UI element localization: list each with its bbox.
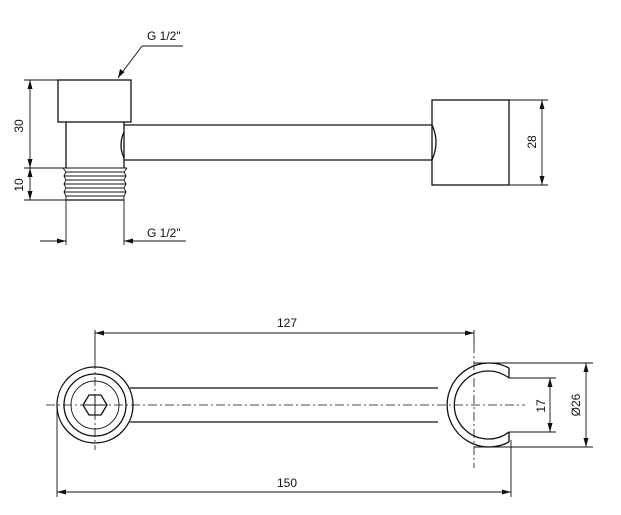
side-view: 30 10 G 1/2" G 1/2" 28: [12, 29, 548, 245]
connector-thread-circle: [70, 380, 120, 430]
top-view: 127 150 17 Ø26: [46, 316, 593, 497]
dimension-28: [509, 99, 548, 186]
dim-17-label: 17: [534, 399, 548, 413]
hex-socket-icon: [82, 394, 108, 416]
pipe-shoulder: [120, 131, 125, 159]
pipe-end-curve: [431, 124, 437, 161]
holder-ring-inner: [453, 370, 510, 440]
dim-28-label: 28: [525, 135, 539, 149]
dimension-127: [94, 330, 475, 360]
dimension-17: [509, 377, 556, 433]
cross-mark: [85, 396, 105, 414]
dimension-30-10: [24, 79, 66, 201]
dim-30-label: 30: [12, 119, 26, 133]
thread-label-top: G 1/2": [147, 29, 181, 43]
connector-nut: [57, 79, 132, 123]
dimension-150: [56, 405, 512, 497]
dim-10-label: 10: [12, 178, 26, 192]
holder-block: [431, 99, 510, 186]
dimension-diameter-26: [474, 362, 593, 448]
thread-leader-top: [117, 45, 183, 79]
connector-body: [65, 122, 125, 168]
dim-127-label: 127: [277, 316, 297, 330]
thread: [62, 167, 128, 201]
arm: [130, 387, 438, 423]
pipe: [124, 124, 432, 161]
dim-150-label: 150: [277, 476, 297, 490]
thread-label-bottom: G 1/2": [147, 226, 181, 240]
thread-dimension-bottom: [40, 200, 186, 245]
connector-inner-circle: [63, 373, 127, 437]
dim-26-label: Ø26: [569, 393, 583, 416]
